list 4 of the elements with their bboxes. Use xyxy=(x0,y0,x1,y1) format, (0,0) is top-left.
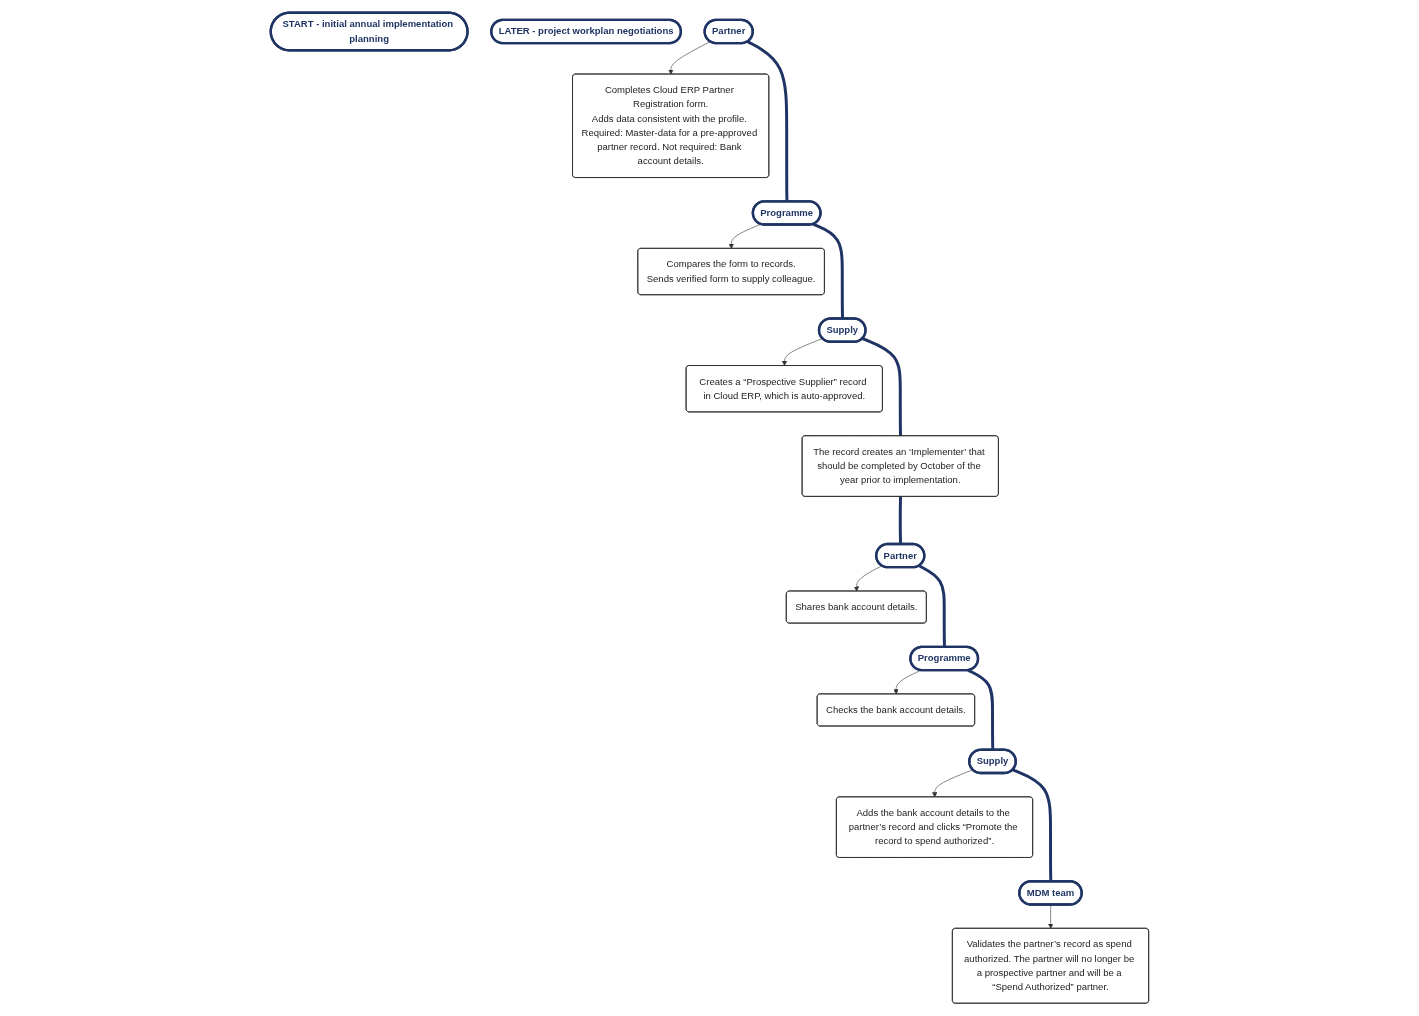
connector xyxy=(861,337,902,437)
connector xyxy=(746,40,789,202)
connector xyxy=(1012,768,1053,882)
connector xyxy=(812,222,844,319)
